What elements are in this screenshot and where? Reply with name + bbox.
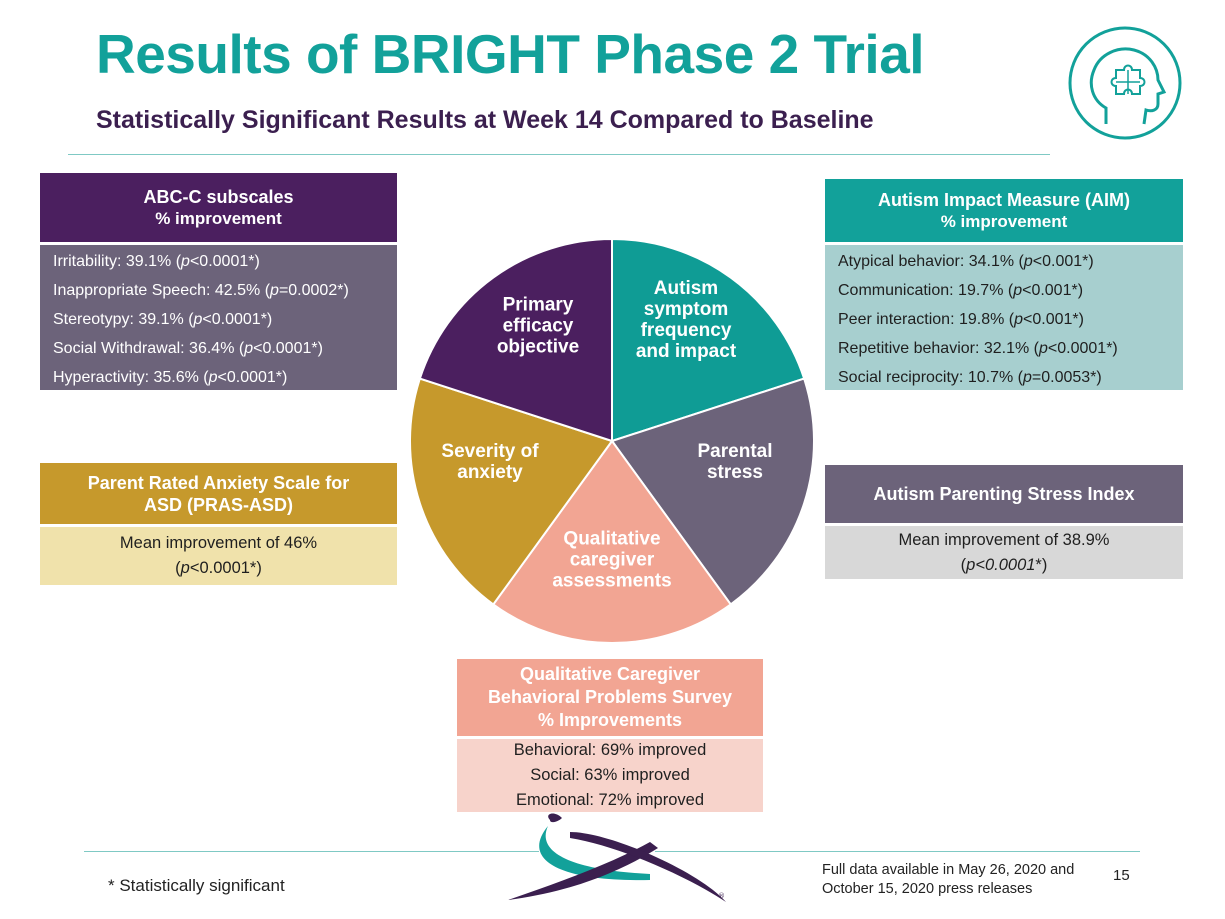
page-number: 15	[1113, 867, 1130, 884]
result-row: Social Withdrawal: 36.4% (p<0.0001*)	[53, 340, 323, 357]
result-row: Irritability: 39.1% (p<0.0001*)	[53, 253, 260, 270]
pie-segment	[418, 237, 613, 443]
result-row: Stereotypy: 39.1% (p<0.0001*)	[53, 311, 273, 328]
head-puzzle-icon	[1068, 26, 1182, 140]
abc-heading: ABC-C subscales	[143, 186, 294, 207]
aim-heading-box: Autism Impact Measure (AIM) % improvemen…	[825, 179, 1183, 242]
abc-subheading: % improvement	[155, 208, 282, 228]
result-row: Hyperactivity: 35.6% (p<0.0001*)	[53, 369, 288, 386]
source-note: Full data available in May 26, 2020 and …	[822, 862, 1075, 897]
qcbps-heading-line1: Qualitative Caregiver	[519, 664, 701, 684]
result-row: Social reciprocity: 10.7% (p=0.0053*)	[838, 369, 1102, 386]
qcbps-item-behavioral: Behavioral: 69% improved	[513, 741, 707, 759]
aim-list: Atypical behavior: 34.1% (p<0.001*) Commu…	[825, 245, 1183, 390]
top-divider	[68, 154, 1050, 155]
aim-heading: Autism Impact Measure (AIM)	[877, 189, 1131, 210]
pras-result-line2: (p<0.0001*)	[175, 559, 262, 577]
pie-diagram	[409, 237, 815, 644]
apsi-result-box: Mean improvement of 38.9% (p<0.0001*)	[825, 526, 1183, 579]
pie-segment	[491, 439, 733, 644]
pras-heading-line1: Parent Rated Anxiety Scale for	[87, 472, 350, 493]
result-row: Repetitive behavior: 32.1% (p<0.0001*)	[838, 340, 1118, 357]
pie-segment	[610, 377, 815, 606]
apsi-result-line2: (p<0.0001*)	[960, 555, 1048, 574]
abc-heading-box: ABC-C subscales % improvement	[40, 173, 397, 242]
pie-segment	[611, 237, 806, 443]
bottom-divider-left	[84, 851, 539, 852]
result-row: Communication: 19.7% (p<0.001*)	[838, 282, 1084, 299]
footnote: * Statistically significant	[108, 876, 285, 895]
bottom-divider-right	[655, 851, 1140, 852]
qcbps-heading-line2: Behavioral Problems Survey	[487, 687, 733, 707]
pras-heading-line2: ASD (PRAS-ASD)	[143, 494, 293, 515]
result-row: Atypical behavior: 34.1% (p<0.001*)	[838, 253, 1094, 270]
pie-segment	[409, 377, 614, 606]
abc-list: Irritability: 39.1% (p<0.0001*) Inappropr…	[40, 245, 397, 390]
qcbps-result-box: Behavioral: 69% improved Social: 63% imp…	[457, 739, 763, 812]
pras-result-box: Mean improvement of 46% (p<0.0001*)	[40, 527, 397, 585]
qcbps-heading-box: Qualitative Caregiver Behavioral Problem…	[457, 659, 763, 736]
apsi-heading: Autism Parenting Stress Index	[873, 484, 1135, 504]
pras-result-line1: Mean improvement of 46%	[119, 534, 318, 552]
pras-heading-box: Parent Rated Anxiety Scale for ASD (PRAS…	[40, 463, 397, 524]
svg-text:®: ®	[718, 892, 725, 900]
page-title: Results of BRIGHT Phase 2 Trial	[96, 23, 925, 85]
aim-subheading: % improvement	[940, 211, 1068, 231]
result-row: Inappropriate Speech: 42.5% (p=0.0002*)	[53, 282, 349, 299]
apsi-heading-box: Autism Parenting Stress Index	[825, 465, 1183, 523]
qcbps-item-social: Social: 63% improved	[530, 766, 690, 784]
qcbps-item-emotional: Emotional: 72% improved	[515, 791, 704, 809]
apsi-result-line1: Mean improvement of 38.9%	[898, 530, 1110, 549]
result-row: Peer interaction: 19.8% (p<0.001*)	[838, 311, 1084, 328]
company-logo: ®	[508, 813, 726, 902]
qcbps-heading-line3: % Improvements	[537, 710, 683, 730]
page-subtitle: Statistically Significant Results at Wee…	[96, 106, 874, 134]
